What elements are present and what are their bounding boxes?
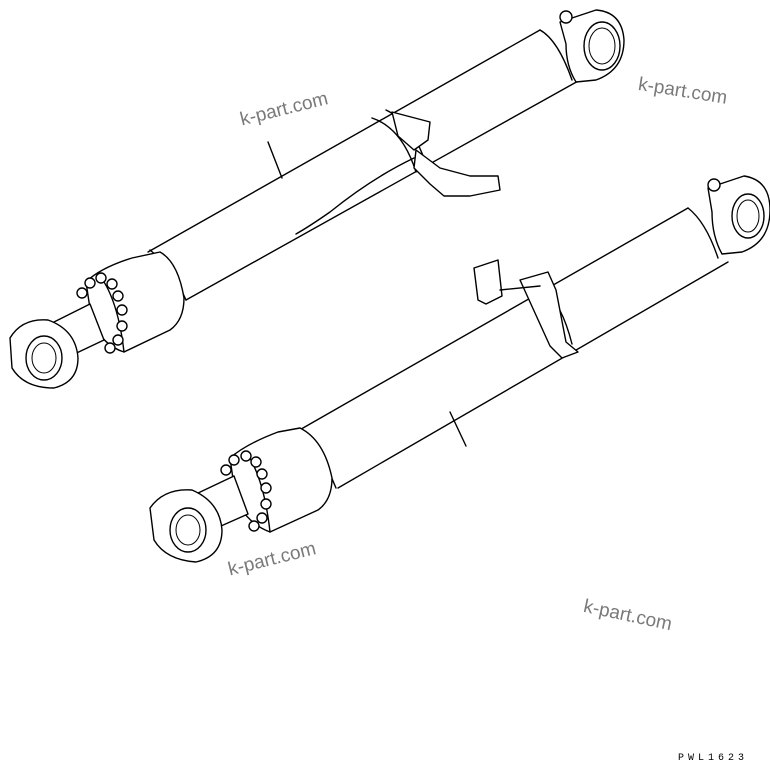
upper-eye-bore-right bbox=[583, 21, 621, 71]
lower-leader-line bbox=[449, 411, 467, 447]
upper-eye-bore-left bbox=[25, 335, 63, 381]
lower-eye-bore-left bbox=[169, 507, 207, 553]
lower-pipe bbox=[499, 285, 541, 291]
upper-clamp-band bbox=[391, 111, 431, 151]
lower-cylinder-barrel bbox=[295, 207, 729, 489]
upper-leader-line bbox=[267, 141, 283, 179]
upper-cylinder-barrel bbox=[147, 29, 581, 301]
upper-cylinder-rings bbox=[149, 29, 573, 301]
lower-cylinder-rings bbox=[295, 207, 719, 489]
lower-pipe-bracket bbox=[473, 259, 503, 305]
lower-grease-fitting bbox=[707, 178, 721, 192]
lower-clamp-band bbox=[519, 271, 579, 359]
lower-eye-bore-inner-right bbox=[736, 199, 760, 233]
lower-flange-bolts bbox=[220, 450, 272, 532]
lower-eye-bore-inner-left bbox=[175, 514, 201, 546]
upper-flange-bolts bbox=[76, 272, 128, 354]
lower-head-flange bbox=[229, 427, 333, 533]
drawing-code: PWL1623 bbox=[677, 753, 748, 764]
upper-grease-fitting bbox=[559, 10, 573, 24]
lower-hydraulic-cylinder bbox=[149, 175, 770, 563]
upper-eye-bore-inner-left bbox=[31, 342, 57, 374]
upper-pipe bbox=[295, 157, 415, 235]
upper-eye-bore-inner-right bbox=[588, 27, 616, 65]
upper-hydraulic-cylinder bbox=[9, 9, 625, 389]
upper-pipe-bracket bbox=[413, 149, 501, 197]
